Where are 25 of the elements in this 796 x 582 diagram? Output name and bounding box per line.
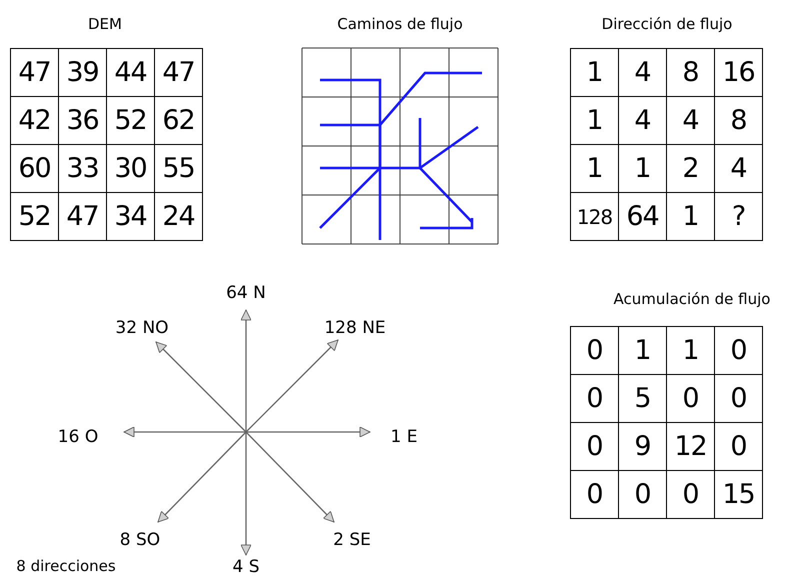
caption-text: 8 direcciones [16,557,116,575]
panel-title: Dirección de flujo [602,15,732,33]
direction-label: 8 SO [120,530,160,550]
table-cell: 15 [714,470,763,519]
table-cell: 0 [714,326,763,375]
table-cell: 24 [154,192,203,241]
direction-label: 2 SE [333,530,371,550]
table-cell: ? [714,192,763,241]
direction-label: 4 S [232,557,260,577]
table-cell: 1 [570,48,619,97]
table-cell: 0 [570,326,619,375]
direction-label: 1 E [390,427,418,447]
table-cell: 52 [10,192,59,241]
panel-title: Acumulación de flujo [614,290,770,308]
table-cell: 47 [154,48,203,97]
panel-title: Caminos de flujo [337,15,463,33]
direction-label: 32 NO [115,318,169,338]
direction-label: 64 N [226,283,266,303]
table-cell: 128 [570,192,619,241]
table-cell: 16 [714,48,763,97]
table-cell: 47 [10,48,59,97]
direction-label: 128 NE [324,318,386,338]
table-cell: 0 [570,470,619,519]
panel-title: DEM [88,15,122,33]
direction-label: 16 O [58,427,98,447]
